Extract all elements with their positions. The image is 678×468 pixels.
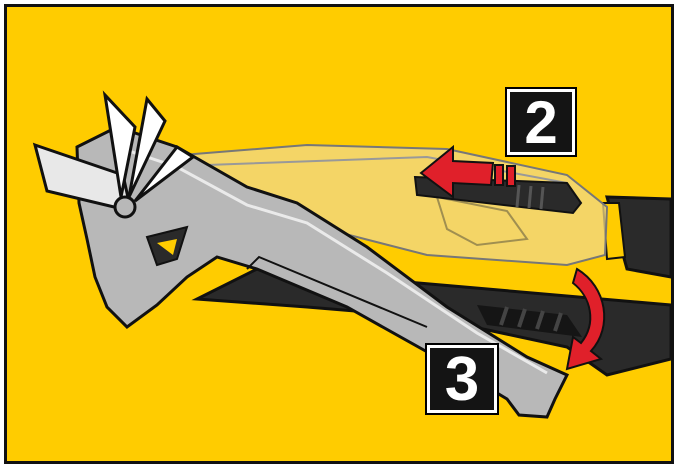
- blade-icon: [32, 142, 137, 219]
- utility-knife-icon: [32, 90, 671, 419]
- step-2-badge: 2: [505, 87, 577, 157]
- instruction-panel: 2 3: [4, 4, 674, 464]
- rotate-arrow-icon: [565, 267, 606, 371]
- step-3-badge: 3: [425, 343, 499, 415]
- snap-burst-icon: [102, 90, 196, 203]
- knife-handle: [191, 195, 671, 377]
- slide-arrow-icon: [419, 144, 516, 199]
